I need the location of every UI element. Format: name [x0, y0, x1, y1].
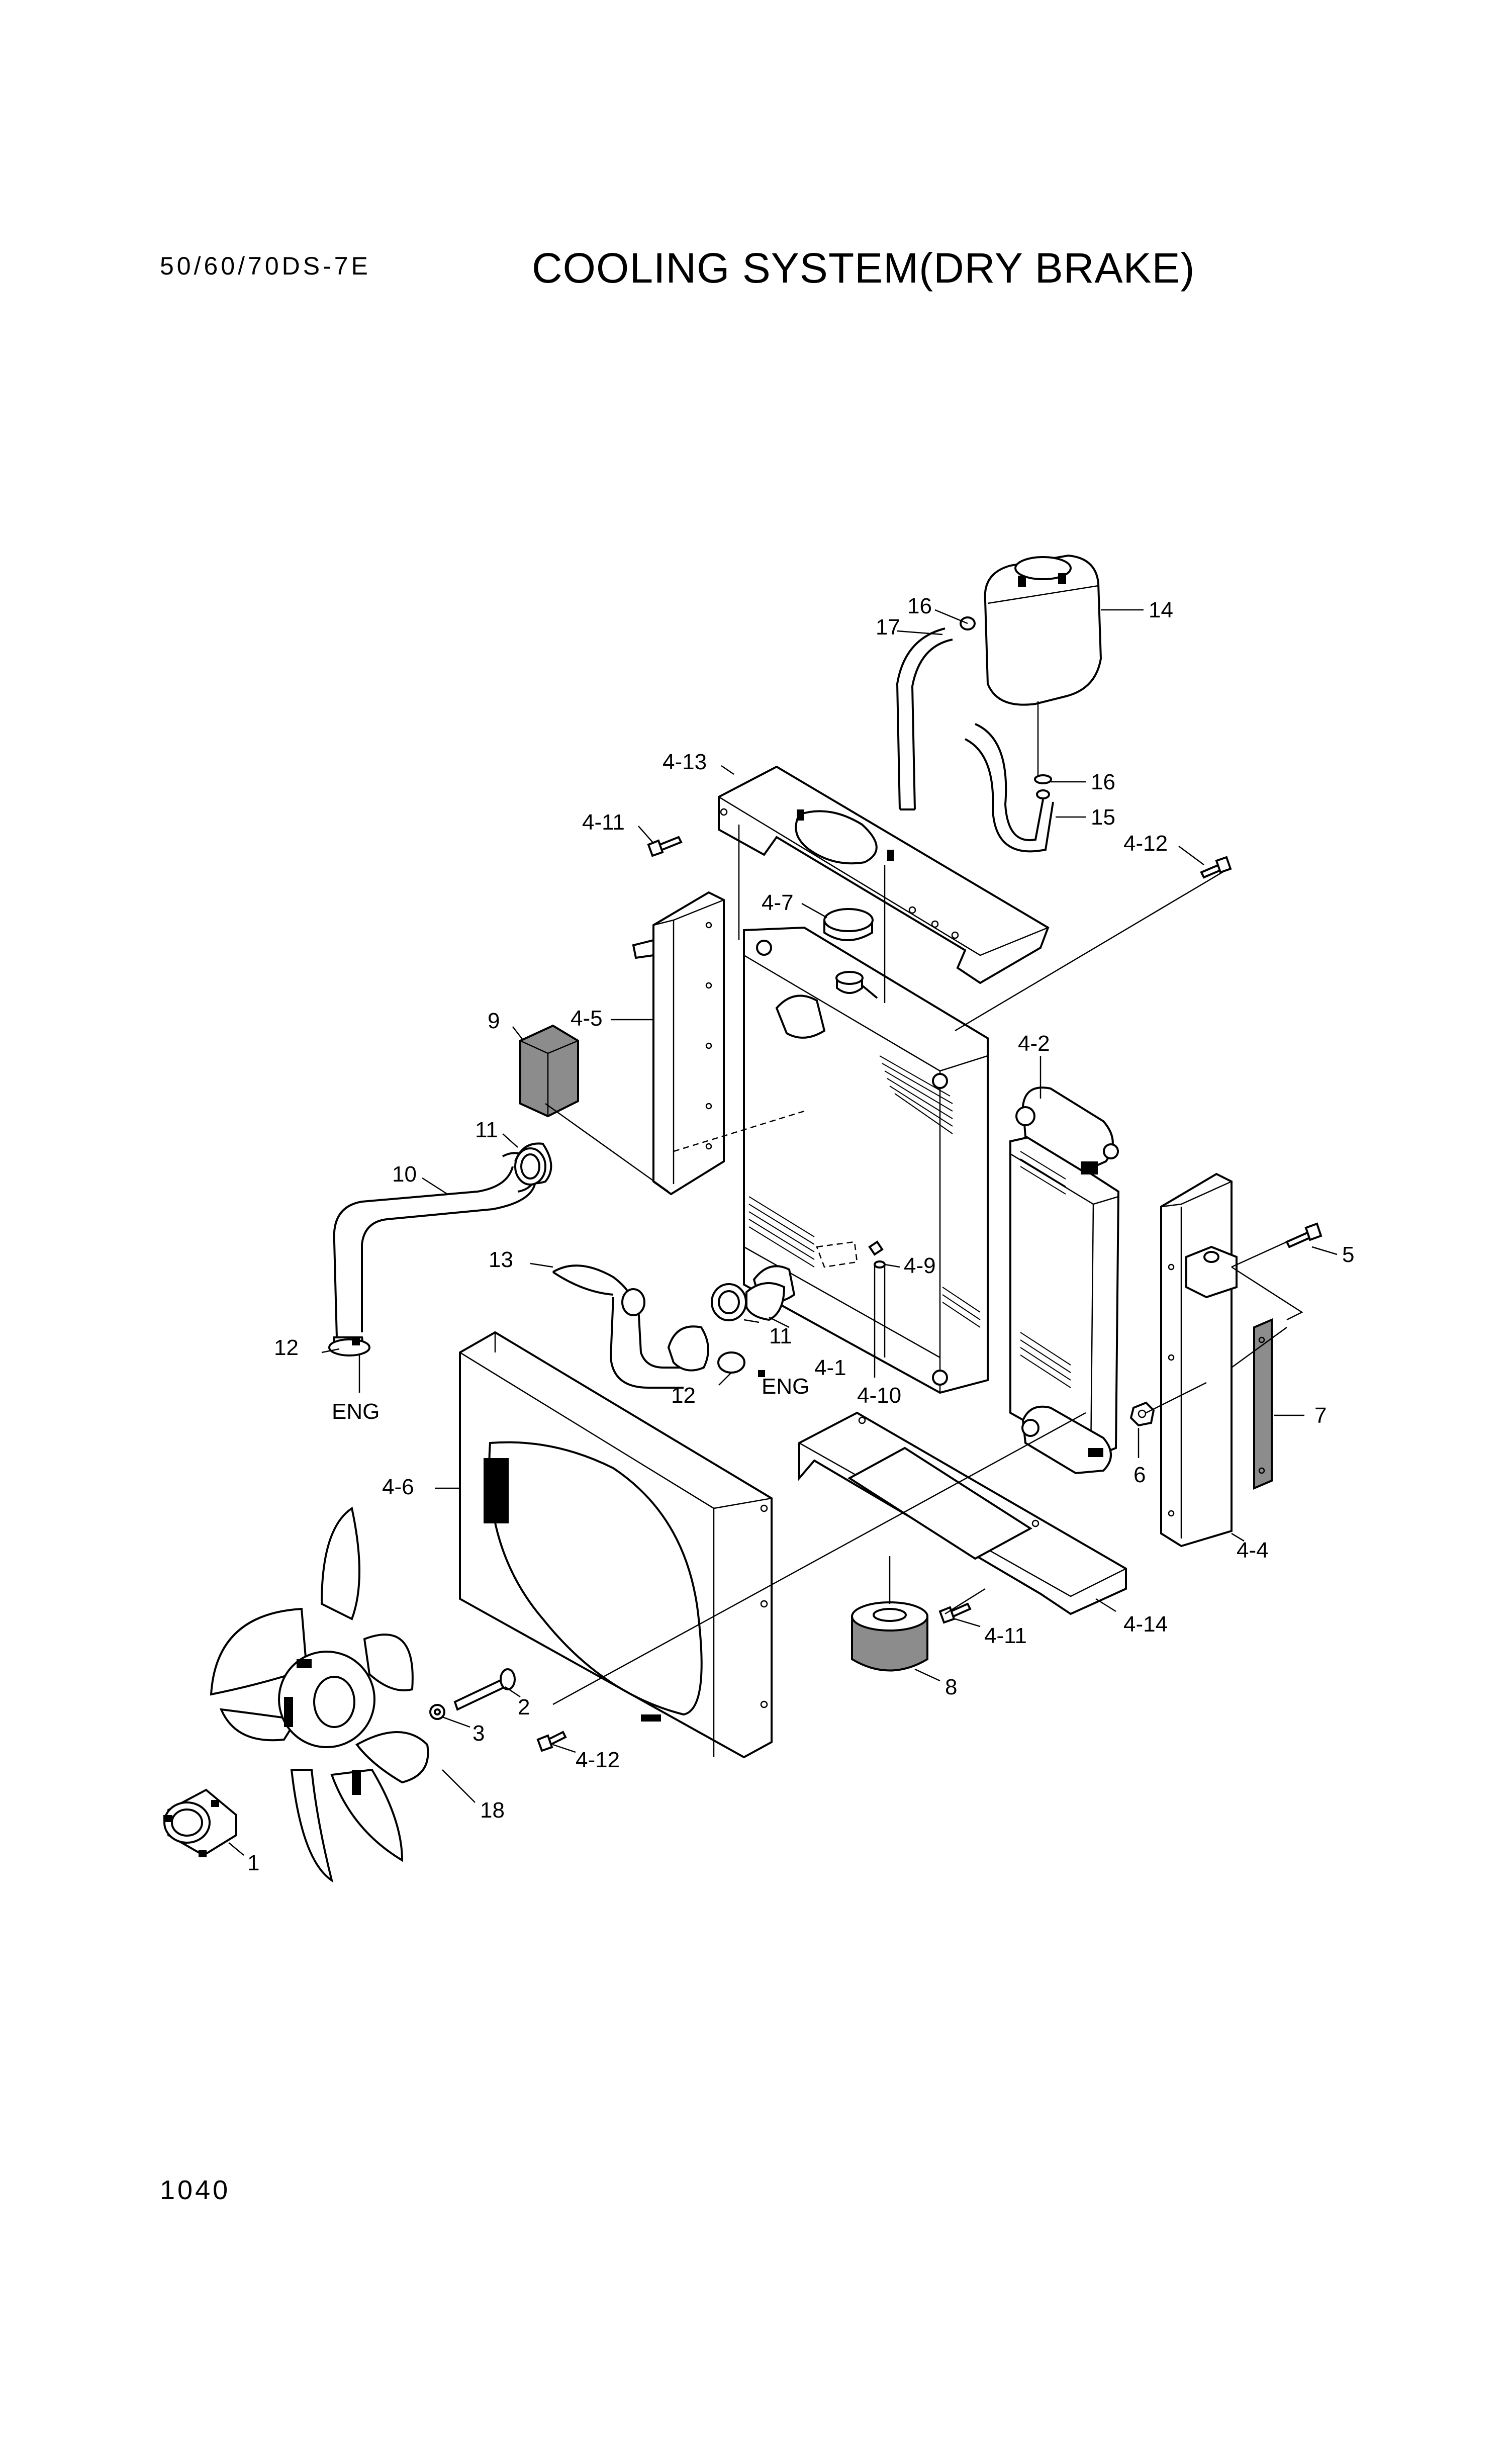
reservoir-tank	[960, 554, 1102, 777]
callout-7: 7	[1314, 1403, 1327, 1428]
bolt-5	[1285, 1222, 1322, 1248]
fan-shroud	[459, 1331, 773, 1759]
callout-1: 1	[247, 1851, 259, 1875]
leader-lines	[228, 609, 1338, 1856]
callout-4-13: 4-13	[663, 750, 707, 774]
callout-16-bottom: 16	[1091, 770, 1115, 794]
callout-4-14: 4-14	[1123, 1612, 1168, 1637]
callout-4-7: 4-7	[762, 890, 794, 915]
oil-cooler	[1009, 1087, 1120, 1475]
overflow-hose	[896, 627, 1054, 853]
callout-18: 18	[480, 1798, 505, 1823]
callout-4-10: 4-10	[857, 1383, 901, 1408]
callout-4-1: 4-1	[814, 1355, 846, 1380]
left-side-bracket	[632, 891, 725, 1196]
callout-5: 5	[1342, 1242, 1354, 1267]
bolt-4-12-lower	[536, 1731, 567, 1752]
page-number: 1040	[160, 2175, 231, 2205]
callout-labels: 16 17 14 16 15 4-13 4-11 4-12 4-7 4-5 9 …	[247, 594, 1354, 1875]
hex-nut	[1129, 1401, 1155, 1427]
callout-4-2: 4-2	[1018, 1031, 1050, 1056]
upper-shroud-bracket	[718, 765, 1050, 984]
bolt-4-12-upper	[1200, 856, 1232, 879]
callout-10: 10	[392, 1162, 417, 1187]
bolt-4-11-upper	[647, 836, 683, 857]
cooling-fan	[210, 1506, 429, 1883]
callout-12-left: 12	[274, 1335, 299, 1360]
callout-3: 3	[472, 1721, 485, 1746]
assembly-lines	[545, 825, 1303, 1705]
callout-2: 2	[518, 1695, 530, 1720]
callout-4-11-lower: 4-11	[984, 1623, 1027, 1648]
lower-radiator-hose	[552, 1264, 786, 1389]
page-title: COOLING SYSTEM(DRY BRAKE)	[532, 244, 1195, 292]
callout-14: 14	[1149, 598, 1173, 622]
right-side-bracket	[1160, 1172, 1238, 1548]
radiator-cap	[823, 908, 878, 999]
callout-4-6: 4-6	[382, 1475, 414, 1499]
callout-17: 17	[876, 615, 900, 640]
callout-eng-left: ENG	[332, 1399, 380, 1424]
seal-plate	[1253, 1318, 1273, 1490]
air-guide-block	[519, 1024, 579, 1118]
callout-4-11-upper: 4-11	[582, 810, 625, 835]
callout-15: 15	[1091, 805, 1115, 830]
callout-4-12-upper: 4-12	[1123, 831, 1168, 856]
callout-11-left: 11	[475, 1118, 498, 1142]
callout-11-right: 11	[769, 1324, 792, 1348]
model-code: 50/60/70DS-7E	[160, 252, 371, 280]
callout-4-4: 4-4	[1237, 1538, 1269, 1563]
callout-4-12-lower: 4-12	[576, 1748, 620, 1772]
fan-spacer	[163, 1788, 237, 1857]
callout-13: 13	[489, 1247, 513, 1272]
callout-16-top: 16	[907, 594, 932, 618]
callout-4-5: 4-5	[571, 1006, 603, 1031]
callout-6: 6	[1133, 1463, 1146, 1487]
hose-clamp	[514, 1147, 546, 1186]
lower-mounting-bracket	[798, 1411, 1127, 1615]
callout-9: 9	[488, 1009, 500, 1033]
rubber-mount	[851, 1556, 928, 1672]
callout-8: 8	[945, 1675, 957, 1699]
callout-12-right: 12	[671, 1383, 696, 1408]
callout-eng-right: ENG	[762, 1374, 809, 1399]
callout-4-9: 4-9	[904, 1253, 936, 1278]
drain-cock	[868, 1240, 884, 1256]
bolt-4-11-lower	[938, 1602, 972, 1624]
fan-bolt-and-washer	[429, 1668, 516, 1720]
